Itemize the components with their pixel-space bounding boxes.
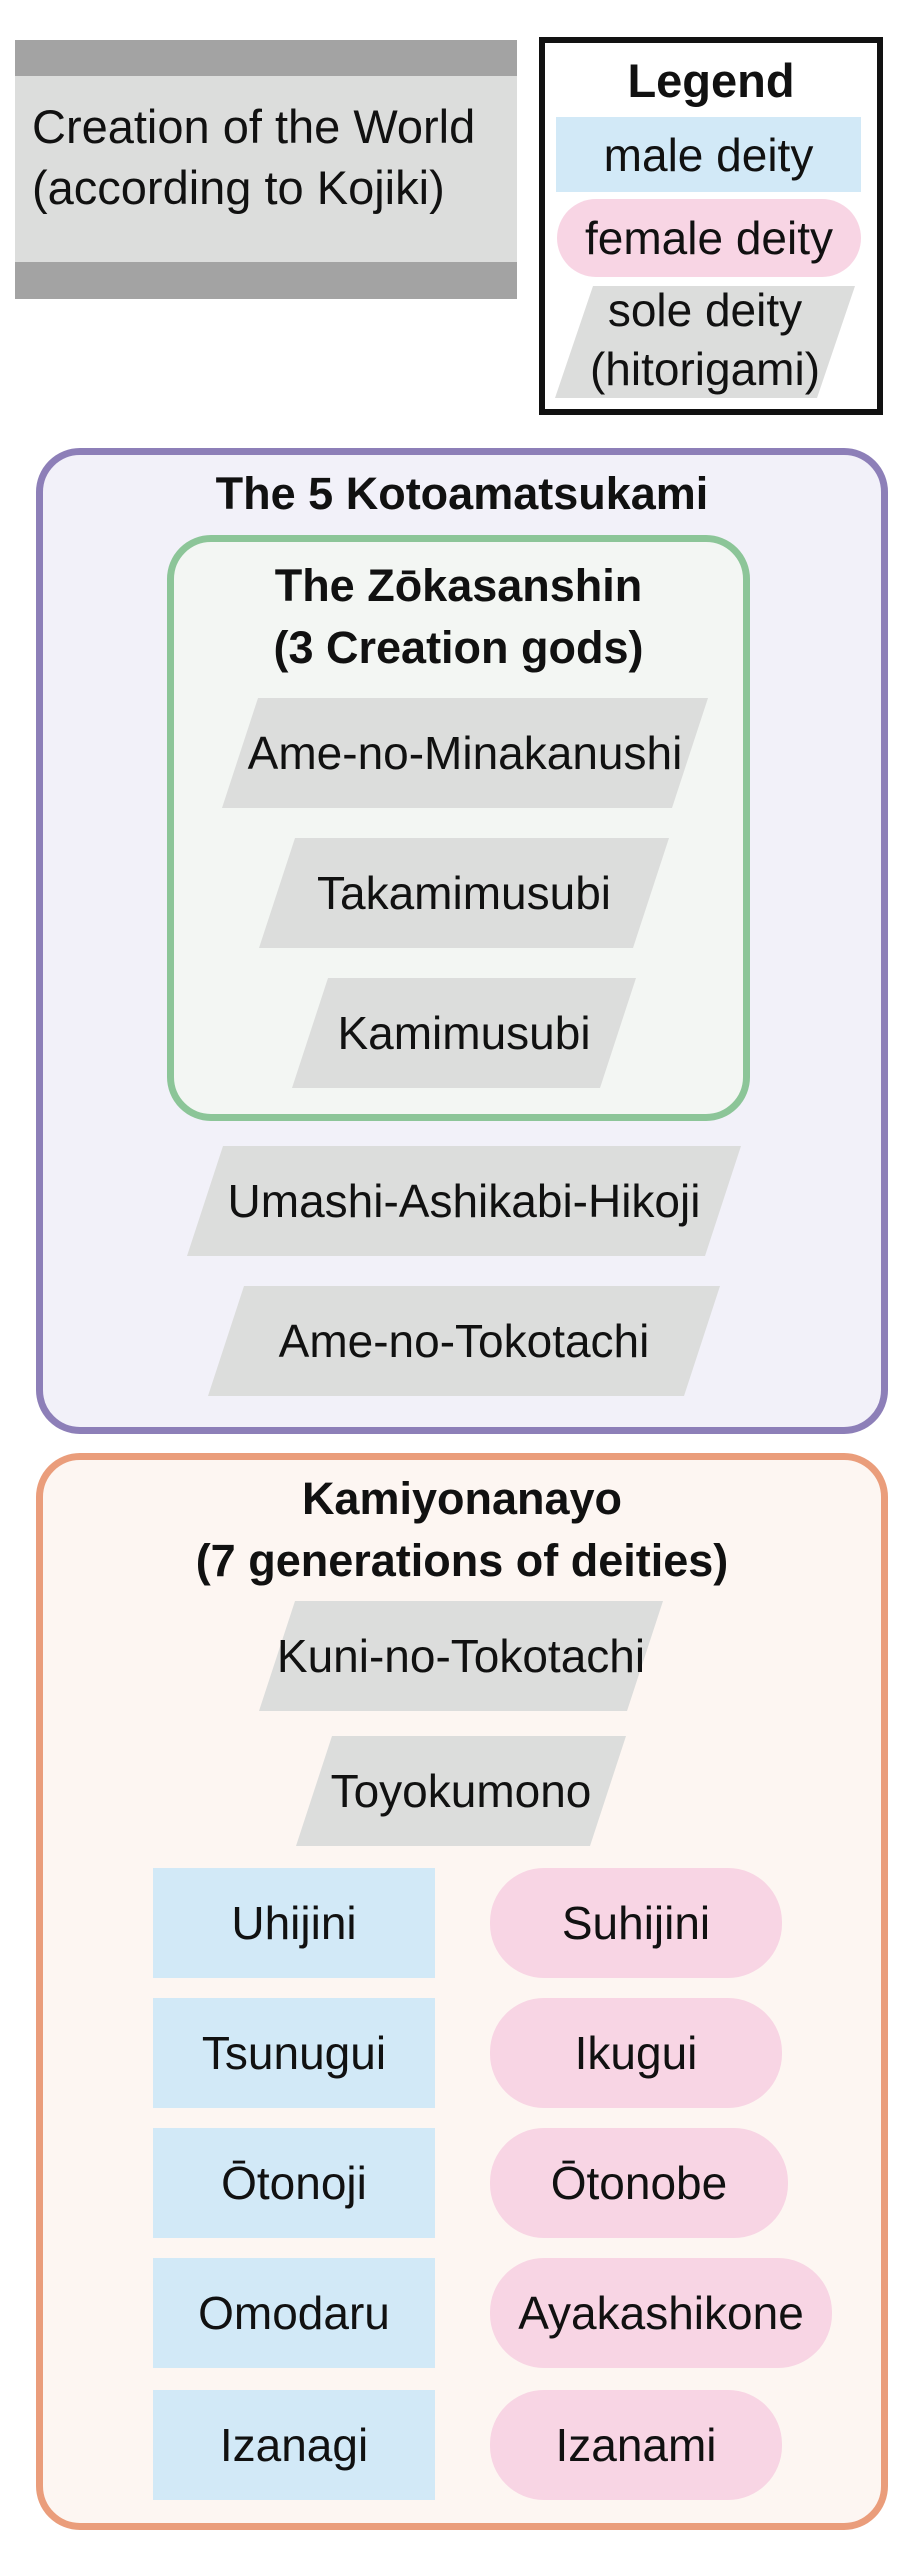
deity-node-takamimusubi	[259, 838, 669, 948]
deity-label-izanami: Izanami	[555, 2419, 717, 2471]
legend-male-label: male deity	[603, 128, 814, 181]
title-band-bottom	[15, 262, 517, 299]
deity-node-kamimusubi	[292, 978, 636, 1088]
zokasanshin-title: The Zōkasanshin (3 Creation gods)	[273, 559, 644, 673]
diagram-title: Creation of the World (according to Koji…	[32, 100, 476, 215]
male-deity-omodaru: Omodaru	[153, 2258, 435, 2368]
title-band-top	[15, 40, 517, 76]
legend-sole-label: sole deity (hitorigami)	[589, 284, 821, 395]
deity-label-ikugui: Ikugui	[574, 2027, 698, 2079]
female-deity-otonobe: Ōtonobe	[490, 2128, 788, 2238]
legend-title: Legend	[627, 53, 795, 107]
deity-node-toyokumono	[296, 1736, 626, 1846]
deity-node-umashi-ashikabi-hikoji	[187, 1146, 741, 1256]
deity-label-takamimusubi: Takamimusubi	[317, 867, 611, 919]
female-deity-ayakashikone: Ayakashikone	[490, 2258, 832, 2368]
deity-label-uhijini: Uhijini	[231, 1897, 357, 1949]
deity-node-ame-no-minakanushi	[222, 698, 708, 808]
title-block	[15, 40, 517, 299]
male-deity-uhijini: Uhijini	[153, 1868, 435, 1978]
legend-female-swatch: female deity	[557, 199, 861, 277]
male-deity-tsunugui: Tsunugui	[153, 1998, 435, 2108]
deity-label-omodaru: Omodaru	[198, 2287, 390, 2339]
deity-label-tsunugui: Tsunugui	[201, 2027, 387, 2079]
female-deity-ikugui: Ikugui	[490, 1998, 782, 2108]
deity-label-otonobe: Ōtonobe	[550, 2157, 728, 2209]
kamiyonanayo-title: Kamiyonanayo (7 generations of deities)	[195, 1472, 729, 1586]
deity-label-kuni-no-tokotachi: Kuni-no-Tokotachi	[276, 1630, 646, 1682]
deity-label-suhijini: Suhijini	[561, 1897, 711, 1949]
female-deity-izanami: Izanami	[490, 2390, 782, 2500]
deity-label-toyokumono: Toyokumono	[330, 1765, 592, 1817]
deity-label-ayakashikone: Ayakashikone	[518, 2287, 804, 2339]
male-deity-izanagi: Izanagi	[153, 2390, 435, 2500]
deity-label-otonoji: Ōtonoji	[221, 2157, 367, 2209]
deity-label-kamimusubi: Kamimusubi	[337, 1007, 591, 1059]
legend-male-swatch: male deity	[556, 117, 861, 192]
male-deity-otonoji: Ōtonoji	[153, 2128, 435, 2238]
group-zokasanshin	[167, 535, 750, 1121]
deity-label-umashi-ashikabi-hikoji: Umashi-Ashikabi-Hikoji	[227, 1175, 701, 1227]
deity-label-izanagi: Izanagi	[219, 2419, 369, 2471]
kotoamatsukami-title: The 5 Kotoamatsukami	[215, 468, 709, 519]
deity-label-ame-no-minakanushi: Ame-no-Minakanushi	[247, 727, 683, 779]
legend-female-label: female deity	[584, 212, 833, 264]
deity-node-kuni-no-tokotachi	[259, 1601, 663, 1711]
deity-label-ame-no-tokotachi: Ame-no-Tokotachi	[278, 1315, 650, 1367]
deity-node-ame-no-tokotachi	[208, 1286, 720, 1396]
female-deity-suhijini: Suhijini	[490, 1868, 782, 1978]
legend-sole-swatch	[555, 286, 855, 398]
